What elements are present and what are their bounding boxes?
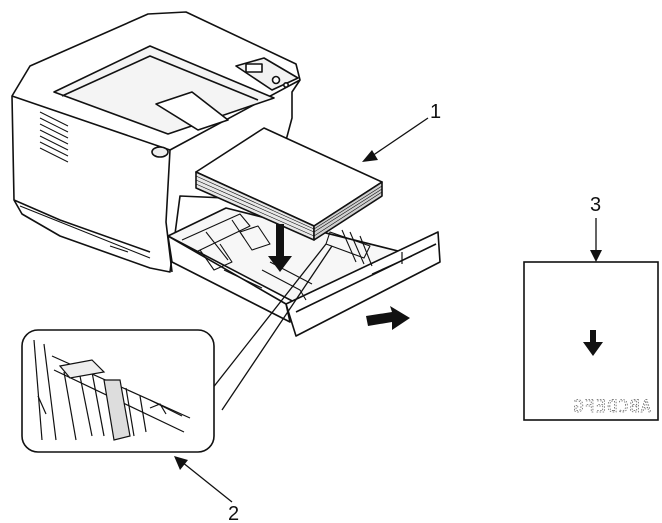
printer-front-panel <box>165 149 173 273</box>
callout-3-label: 3 <box>590 194 601 216</box>
tray-front-lip <box>295 243 437 313</box>
side-vent <box>39 111 69 163</box>
callout-1-label: 1 <box>430 101 441 123</box>
callout-2-leader <box>181 461 233 503</box>
callout-2-label: 2 <box>228 503 239 523</box>
callout-3-arrowhead <box>590 250 602 262</box>
power-button-icon <box>271 75 281 85</box>
paper-stack-sheets <box>195 175 383 237</box>
cover-release-button <box>151 146 169 158</box>
detail-inset-contents <box>33 339 191 441</box>
tray-rail <box>371 252 413 275</box>
panel-button-icon <box>282 82 289 89</box>
control-panel-display <box>245 63 263 73</box>
callout-1-arrowhead <box>362 150 378 162</box>
paper-stack <box>195 127 383 241</box>
inset-leader-left <box>207 243 327 395</box>
printer-base-front <box>19 205 151 259</box>
callout-2-arrowhead <box>174 456 188 470</box>
callout-2: 2 <box>174 456 239 523</box>
printer <box>11 11 301 273</box>
paper-orientation: 3 ABCDEFG <box>523 194 659 421</box>
arrow-down-icon <box>583 330 603 356</box>
inset-leader-right <box>221 245 333 411</box>
paper-rest <box>155 91 229 131</box>
paper-sheet-mirrored-text: ABCDEFG <box>572 397 651 417</box>
printer-base <box>13 199 151 253</box>
callout-1: 1 <box>362 101 441 162</box>
arrow-down-icon <box>268 224 292 272</box>
detail-inset <box>21 243 333 453</box>
callout-1-leader <box>371 117 429 157</box>
arrow-icon <box>366 306 410 330</box>
output-tray-slot <box>61 55 259 101</box>
